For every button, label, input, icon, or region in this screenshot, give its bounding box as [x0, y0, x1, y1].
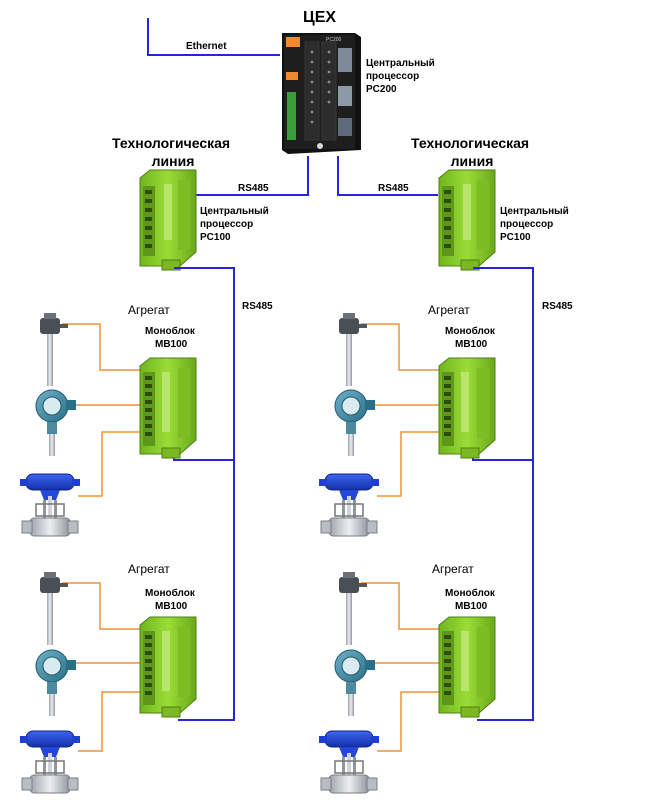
ethernet-cable	[147, 18, 280, 56]
rs485-top-label-right: RS485	[378, 183, 409, 194]
control-valve-left-1	[20, 473, 80, 537]
rs485-link-left	[195, 156, 309, 196]
mb100-caption-left-2: Моноблок MB100	[145, 587, 198, 612]
rs485-bus-label-left: RS485	[242, 301, 273, 312]
thermocouple-sensor-right-1	[339, 313, 367, 386]
rs485-bus-label-right: RS485	[542, 301, 573, 312]
mb100-caption-left-1: Моноблок MB100	[145, 325, 198, 350]
ethernet-label: Ethernet	[186, 41, 227, 52]
pc100-caption-right: Центральный процессор PC100	[500, 206, 572, 243]
control-valve-left-2	[20, 730, 80, 794]
pc200-device: PC200	[282, 33, 361, 154]
pressure-transmitter-right-1	[334, 389, 375, 456]
thermocouple-sensor-left-2	[40, 572, 68, 645]
mb100-module-right-1	[438, 357, 496, 459]
aggregate-label-right-1: Агрегат	[428, 303, 470, 317]
aggregate-label-right-2: Агрегат	[432, 562, 474, 576]
sensor-wires-left-2	[62, 582, 141, 752]
aggregate-label-left-2: Агрегат	[128, 562, 170, 576]
thermocouple-sensor-right-2	[339, 572, 367, 645]
sensor-wires-right-2	[361, 582, 440, 752]
mb100-module-left-1	[139, 357, 197, 459]
pc200-front-text: PC200	[326, 37, 342, 43]
pressure-transmitter-left-2	[35, 649, 76, 716]
pc200-caption: Центральный процессор PC200	[366, 58, 438, 95]
sensor-wires-left-1	[62, 323, 141, 497]
pressure-transmitter-left-1	[35, 389, 76, 456]
aggregate-label-left-1: Агрегат	[128, 303, 170, 317]
control-valve-right-1	[319, 473, 379, 537]
rs485-link-right	[337, 156, 438, 196]
page-title: ЦЕХ	[303, 9, 336, 26]
pressure-transmitter-right-2	[334, 649, 375, 716]
pc100-caption-left: Центральный процессор PC100	[200, 206, 272, 243]
mb100-caption-right-2: Моноблок MB100	[445, 587, 498, 612]
line-heading-right: Технологическая линия	[411, 135, 533, 169]
mb100-module-left-2	[139, 616, 197, 718]
control-valve-right-2	[319, 730, 379, 794]
line-heading-left: Технологическая линия	[112, 135, 234, 169]
rs485-top-label-left: RS485	[238, 183, 269, 194]
thermocouple-sensor-left-1	[40, 313, 68, 386]
mb100-module-right-2	[438, 616, 496, 718]
pc100-module-right	[438, 169, 496, 271]
pc100-module-left	[139, 169, 197, 271]
mb100-caption-right-1: Моноблок MB100	[445, 325, 498, 350]
sensor-wires-right-1	[361, 323, 440, 497]
